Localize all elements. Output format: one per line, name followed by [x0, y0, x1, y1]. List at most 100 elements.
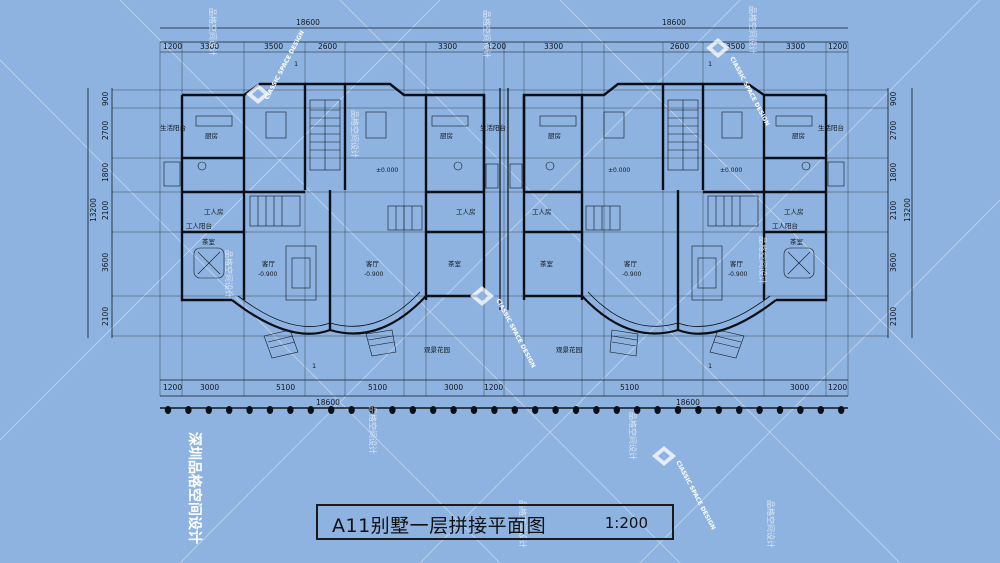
tree-symbol [185, 406, 192, 414]
watermark-brand-6: 品格空间设计 [224, 250, 234, 298]
logo-mark-2 [706, 38, 730, 58]
tree-symbol [470, 406, 478, 414]
watermark-brand-4: 品格空间设计 [350, 110, 360, 158]
stairs [249, 99, 759, 359]
elev-living-r1: -0.900 [728, 271, 748, 278]
tree-symbol [634, 406, 641, 414]
section-marker-br: 1 [708, 362, 712, 370]
tree-symbol [491, 406, 498, 414]
tree-symbol [674, 406, 682, 414]
top-dim-5: 3300 [438, 42, 457, 51]
left-dim-4: 2100 [101, 201, 110, 220]
tree-symbol [593, 406, 600, 414]
overall-width-bottom-right: 18600 [676, 398, 700, 407]
room-tea-l2: 茶室 [448, 259, 462, 268]
watermark-brand-10: 品格空间设计 [518, 500, 528, 548]
room-utility-balcony-r: 生活阳台 [818, 123, 844, 132]
tree-symbol [266, 406, 274, 414]
top-dim-10: 3300 [786, 42, 805, 51]
tree-symbol [654, 406, 661, 414]
elev-living-l2: -0.900 [364, 271, 384, 278]
top-dim-7: 3300 [544, 42, 563, 51]
room-tea-r2: 茶室 [540, 259, 554, 268]
logo-mark-4 [652, 446, 676, 466]
logo-text-2: ClASSIC SPACE DESIGN [728, 56, 770, 127]
watermark-brand-1: 品格空间设计 [208, 8, 218, 56]
walls-right-unit [522, 82, 828, 335]
room-servant-l2: 工人房 [456, 207, 476, 216]
tree-row [164, 406, 845, 414]
room-servant-balcony-r: 工人阳台 [772, 221, 798, 230]
overall-width-left: 18600 [296, 18, 320, 27]
watermark-brand-5: 品格空间设计 [758, 236, 768, 284]
left-dim-6: 2100 [101, 307, 110, 326]
bottom-dim-3: 5100 [276, 383, 295, 392]
tree-symbol [756, 406, 763, 414]
right-overall: 13200 [903, 198, 912, 222]
drawing-title: A11别墅一层拼接平面图 [332, 515, 547, 537]
right-dim-1: 900 [889, 91, 898, 106]
left-dim-5: 3600 [101, 253, 110, 272]
room-servant-r2: 工人房 [532, 207, 552, 216]
tree-symbol [450, 406, 457, 414]
tree-symbol [430, 406, 437, 414]
right-dim-4: 2100 [889, 201, 898, 220]
bottom-dim-4: 5100 [368, 383, 387, 392]
section-marker-tl: 1 [294, 60, 298, 68]
tree-symbol [205, 406, 212, 414]
tree-symbol [409, 406, 416, 414]
right-dim-6: 2100 [889, 307, 898, 326]
top-dim-4: 2600 [318, 42, 337, 51]
room-servant-l1: 工人房 [204, 207, 224, 216]
elev-living-r2: -0.900 [622, 271, 642, 278]
tree-symbol [613, 406, 620, 414]
dimension-labels: 18600 18600 18600 18600 1200 3300 3500 2… [89, 18, 912, 407]
watermark-brand-7: 品格空间设计 [368, 406, 378, 454]
right-dim-2: 2700 [889, 121, 898, 140]
tree-symbol [389, 406, 396, 414]
elev-ground-r2: ±0.000 [608, 167, 630, 174]
top-dim-6: 1200 [487, 42, 506, 51]
tree-symbol [552, 406, 559, 414]
room-living-r2: 客厅 [624, 259, 638, 268]
tree-symbol [328, 406, 335, 414]
room-living-l1: 客厅 [262, 259, 276, 268]
drawing-scale: 1:200 [604, 514, 648, 532]
tree-symbol [348, 406, 355, 414]
bottom-dim-8: 3000 [790, 383, 809, 392]
tree-symbol [736, 406, 743, 414]
tree-symbol [715, 406, 722, 414]
top-dim-3: 3500 [264, 42, 283, 51]
right-dim-3: 1800 [889, 163, 898, 182]
top-dim-11: 1200 [828, 42, 847, 51]
left-dim-2: 2700 [101, 121, 110, 140]
room-living-l2: 客厅 [366, 259, 380, 268]
tree-symbol [368, 406, 376, 414]
top-dim-1: 1200 [163, 42, 182, 51]
logo-mark-1 [246, 84, 270, 104]
tree-symbol [164, 406, 172, 414]
elev-ground-l1: ±0.000 [376, 167, 398, 174]
elev-ground-r1: ±0.000 [720, 167, 742, 174]
overall-width-right: 18600 [662, 18, 686, 27]
top-dim-8: 2600 [670, 42, 689, 51]
tree-symbol [838, 406, 845, 414]
watermark-brand-8: 品格空间设计 [628, 412, 638, 460]
room-garden-r: 观景花园 [556, 345, 582, 354]
tree-symbol [226, 406, 233, 414]
logo-mark-3 [470, 286, 494, 306]
title-block: A11别墅一层拼接平面图 1:200 [316, 504, 674, 540]
room-tea-r1: 茶室 [790, 237, 804, 246]
room-tea-l1: 茶室 [202, 237, 216, 246]
room-servant-r1: 工人房 [784, 207, 804, 216]
bottom-dim-6: 1200 [484, 383, 503, 392]
party-wall [499, 88, 509, 310]
left-dim-1: 900 [101, 91, 110, 106]
furniture [163, 111, 845, 301]
room-kitchen-l2: 厨房 [440, 131, 453, 140]
room-utility-balcony-l2: 生活阳台 [480, 123, 506, 132]
watermark-brand-9: 品格空间设计 [766, 500, 776, 548]
room-kitchen-r2: 厨房 [548, 131, 561, 140]
